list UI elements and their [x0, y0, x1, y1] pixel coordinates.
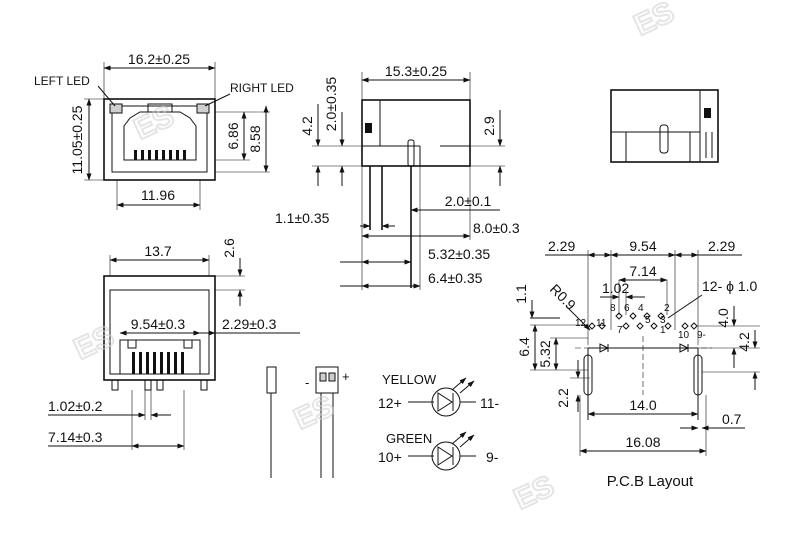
bottom-inner-frame — [109, 289, 210, 375]
front-dim-858: 8.58 — [247, 125, 263, 152]
side-dim-11-035: 1.1±0.35 — [275, 210, 330, 226]
pcb-pin-1: 1 — [660, 325, 666, 336]
pcb-pin-3: 3 — [660, 315, 666, 326]
pcb-pin-6: 6 — [624, 303, 630, 314]
side-dim-532-035: 5.32±0.35 — [428, 246, 490, 262]
pcb-dim-11: 1.1 — [513, 284, 529, 304]
bottom-dim-954-03: 9.54±0.3 — [131, 316, 186, 332]
pcb-pin-5: 5 — [645, 315, 651, 326]
led-front-body — [315, 366, 339, 394]
side-pins — [369, 166, 412, 288]
right-led-label: RIGHT LED — [230, 81, 294, 95]
bottom-dim-714-03: 7.14±0.3 — [48, 429, 103, 445]
front-inner-frame — [111, 105, 208, 173]
bottom-dim-26: 2.6 — [221, 238, 237, 258]
pcb-dim-229-right: 2.29 — [708, 238, 735, 254]
pcb-dim-64: 6.4 — [516, 337, 532, 357]
pcb-dim-07: 0.7 — [722, 411, 742, 427]
pcb-left-post — [583, 354, 593, 396]
side-housing-outline — [361, 99, 471, 167]
side-dim-80-03: 8.0±0.3 — [473, 220, 520, 236]
side-dim-42: 4.2 — [299, 116, 315, 136]
pcb-dim-102: 1.02 — [602, 280, 629, 296]
front-height-dim: 11.05±0.25 — [69, 105, 85, 174]
led-legend: YELLOW 12+ 11- GREEN 10+ 9- — [378, 372, 500, 471]
pcb-pin-11: 11 — [596, 318, 607, 329]
bottom-dim-102-02: 1.02±0.2 — [48, 398, 103, 414]
iso-led-pin — [704, 108, 711, 118]
front-dim-1196: 11.96 — [141, 187, 175, 203]
pcb-dim-954: 9.54 — [629, 238, 656, 254]
side-dim-29: 2.9 — [481, 116, 497, 136]
pcb-pin-10: 10 — [678, 330, 690, 341]
pcb-layout: 2.29 9.54 2.29 7.14 1.02 12- ϕ 1.0 R0.9 — [513, 238, 760, 490]
yellow-anode: 12+ — [378, 395, 402, 411]
bottom-contacts — [132, 352, 184, 374]
pcb-pin-12: 12 — [575, 318, 587, 329]
side-dim-20-035: 2.0±0.35 — [323, 77, 339, 132]
pcb-dim-40: 4.0 — [715, 308, 731, 328]
pcb-pin-2: 2 — [664, 303, 670, 314]
pcb-radius: R0.9 — [547, 281, 579, 313]
pcb-layout-title: P.C.B Layout — [607, 473, 694, 490]
pcb-dim-22: 2.2 — [555, 388, 571, 408]
bottom-view: 13.7 2.6 9.54±0.3 2.29±0.3 1.02±0.2 7.14… — [48, 238, 300, 450]
led-plus-label: + — [342, 369, 350, 384]
green-anode: 10+ — [378, 449, 402, 465]
pcb-dim-714: 7.14 — [629, 263, 656, 279]
front-dim-686: 6.86 — [225, 122, 241, 149]
pcb-holes-top-row — [615, 312, 665, 320]
pcb-dim-1608: 16.08 — [625, 434, 660, 450]
side-width-dim: 15.3±0.25 — [385, 63, 447, 79]
watermark-5: ES — [509, 470, 559, 517]
side-shield-tab — [407, 139, 415, 167]
iso-housing — [610, 89, 719, 163]
right-led-window — [196, 103, 210, 114]
side-view: 15.3±0.25 4.2 2.0±0.35 2.9 2.0±0.1 1.1±0… — [275, 63, 520, 290]
front-view: 16.2±0.25 LEFT LED RIGHT LED 11.05±0.25 … — [34, 51, 294, 210]
pcb-pin-9: 9- — [697, 330, 706, 341]
perspective-view — [610, 89, 719, 163]
side-dim-20-01: 2.0±0.1 — [445, 193, 492, 209]
bottom-dim-137: 13.7 — [144, 243, 171, 259]
pcb-right-diode — [679, 343, 690, 353]
left-led-window — [109, 103, 123, 114]
pcb-hole-dim: 12- ϕ 1.0 — [702, 278, 758, 294]
front-housing-outline — [103, 98, 216, 181]
led-pin-detail: - + — [266, 366, 350, 478]
green-cathode: 9- — [486, 449, 499, 465]
pcb-pin-7: 7 — [617, 325, 623, 336]
iso-shield-tab — [659, 124, 669, 154]
yellow-label: YELLOW — [382, 372, 437, 387]
bottom-dim-229-03: 2.29±0.3 — [222, 316, 277, 332]
pcb-right-post — [693, 354, 703, 396]
bottom-pins — [111, 379, 208, 391]
green-led-circle — [431, 441, 461, 471]
pcb-dim-229-left: 2.29 — [548, 238, 575, 254]
yellow-led-circle — [431, 387, 461, 417]
watermark-3: ES — [69, 320, 119, 367]
pcb-pin-8: 8 — [610, 303, 616, 314]
green-label: GREEN — [386, 431, 432, 446]
pcb-dim-42: 4.2 — [736, 332, 752, 352]
pcb-left-diode — [599, 343, 610, 353]
pcb-holes-bottom-row — [622, 322, 672, 330]
front-width-dim: 16.2±0.25 — [128, 51, 190, 67]
latch-slot — [147, 103, 173, 113]
yellow-cathode: 11- — [480, 395, 500, 411]
pcb-dim-140: 14.0 — [629, 397, 656, 413]
led-side-body — [266, 366, 277, 394]
pcb-pin-4: 4 — [638, 303, 644, 314]
led-minus-label: - — [305, 375, 309, 390]
side-led-pin — [365, 123, 372, 133]
side-dim-64-035: 6.4±0.35 — [428, 270, 483, 286]
left-led-label: LEFT LED — [34, 74, 90, 88]
watermark-1: ES — [629, 0, 679, 42]
watermark-4: ES — [289, 390, 339, 437]
front-contacts — [134, 150, 186, 160]
pcb-dim-532: 5.32 — [537, 340, 553, 367]
pcb-led-holes — [588, 322, 698, 330]
